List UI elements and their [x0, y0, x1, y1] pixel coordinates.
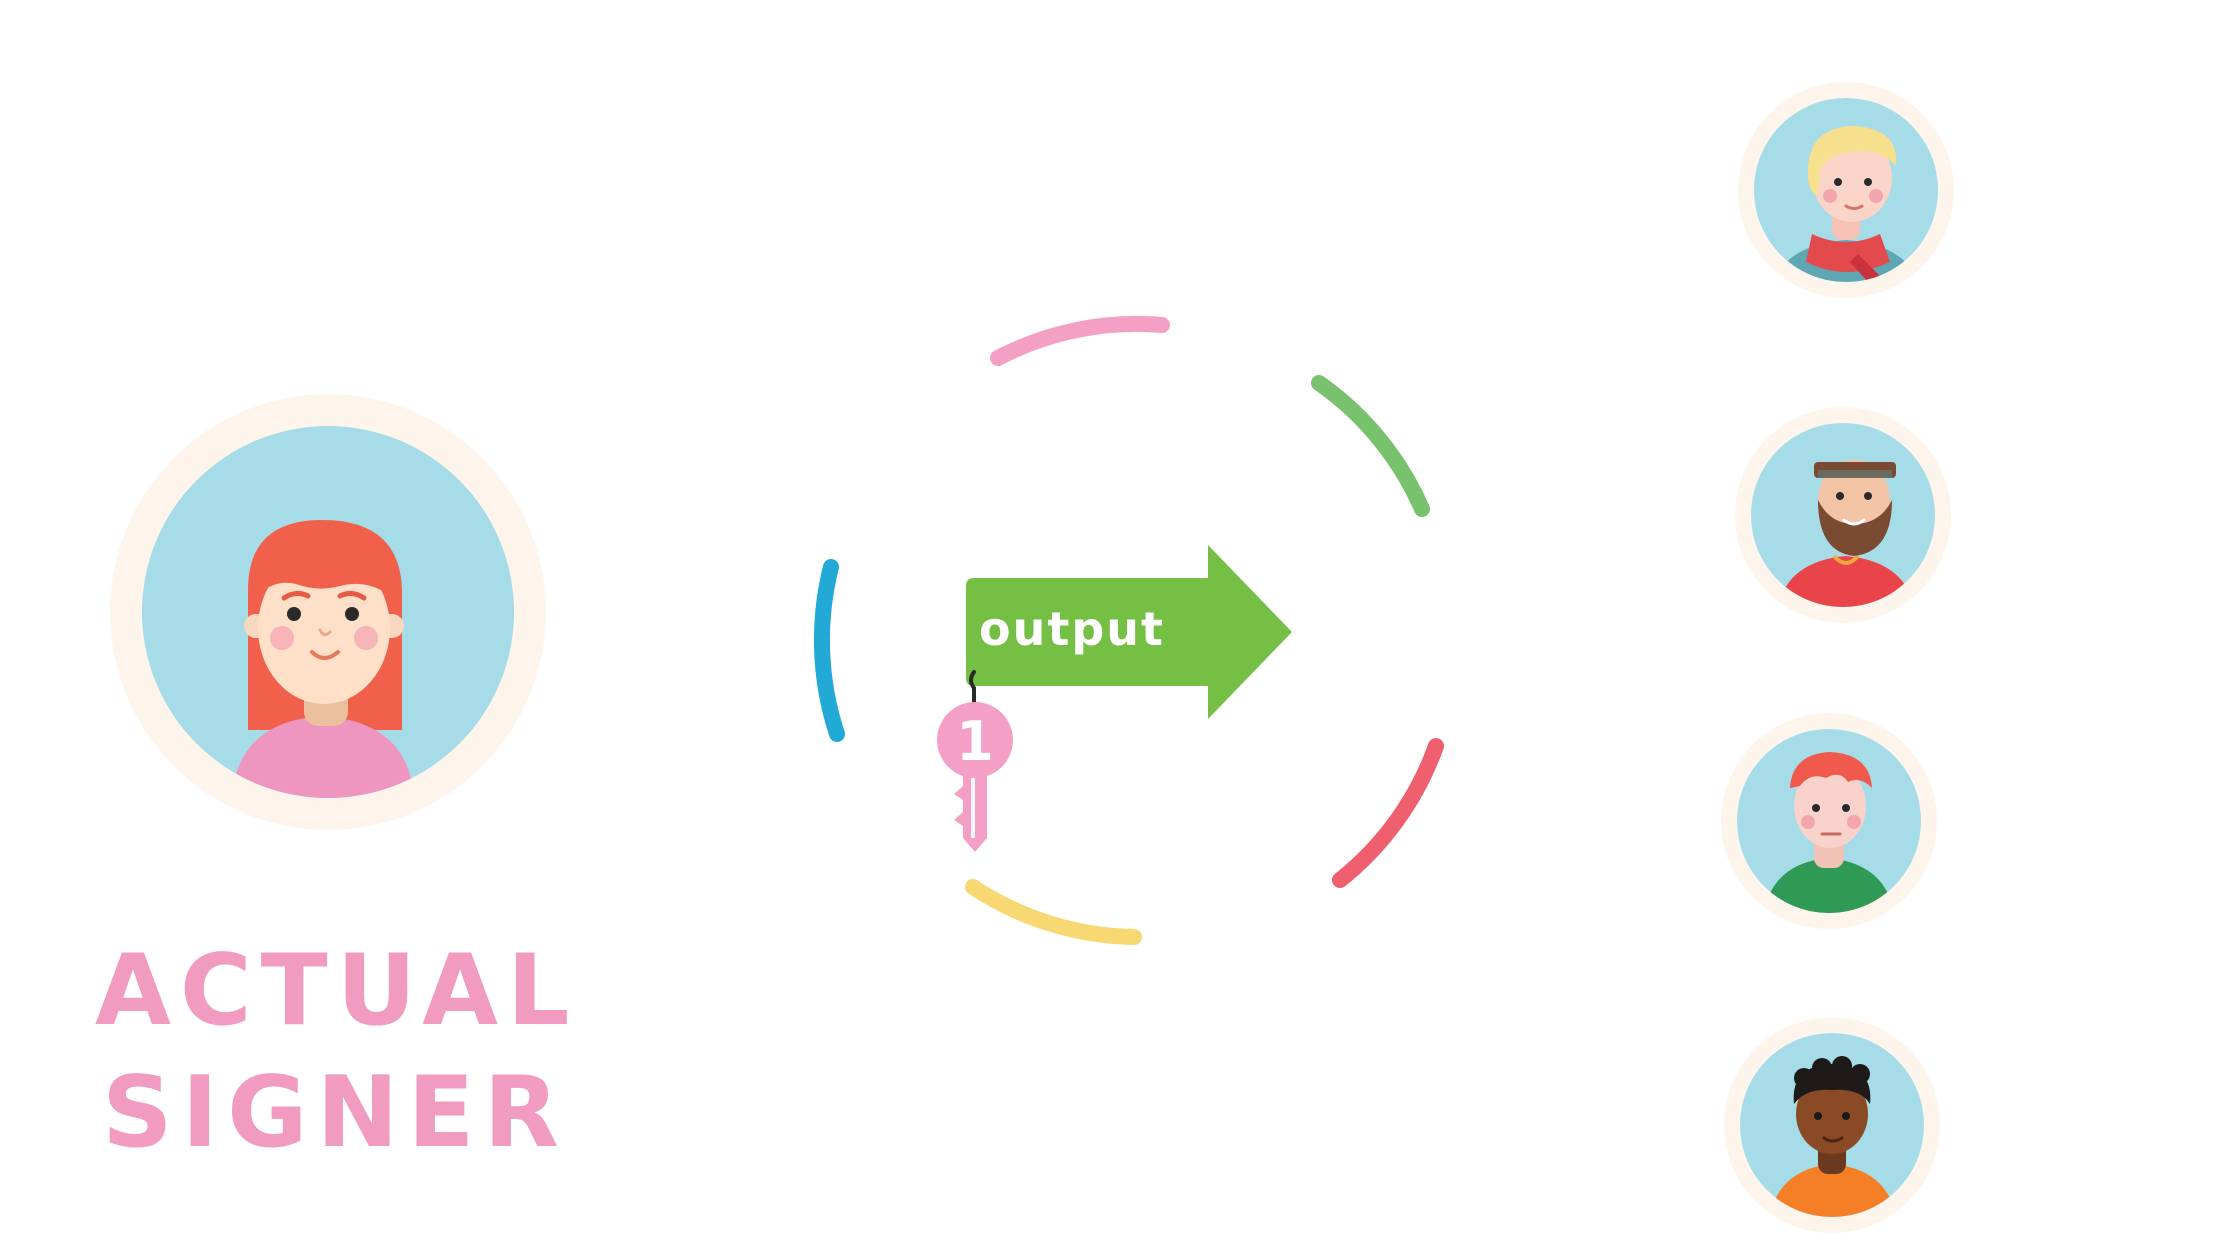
- ring-arc-green: [1311, 375, 1430, 517]
- ring-arc-yellow: [965, 879, 1142, 945]
- actual-signer-avatar: [110, 394, 546, 830]
- ring-member-avatar-bearded: [1735, 407, 1951, 623]
- ring-member-avatar-redhead: [1721, 713, 1937, 929]
- ring-arcs: [813, 315, 1444, 945]
- actual-signer-label-line1: ACTUAL: [95, 934, 579, 1048]
- ring-arc-blue: [813, 559, 845, 742]
- key-icon: 1: [937, 670, 1013, 852]
- key-number: 1: [956, 710, 994, 773]
- ring-arc-red: [1332, 738, 1444, 888]
- output-label: output: [979, 602, 1165, 656]
- ring-member-avatar-curly: [1724, 1017, 1940, 1233]
- actual-signer-label: ACTUAL SIGNER: [95, 930, 575, 1174]
- output-arrow: output: [966, 545, 1292, 719]
- actual-signer-label-line2: SIGNER: [102, 1056, 568, 1170]
- ring-arc-pink: [990, 315, 1170, 366]
- ring-member-avatar-blond: [1738, 82, 1954, 298]
